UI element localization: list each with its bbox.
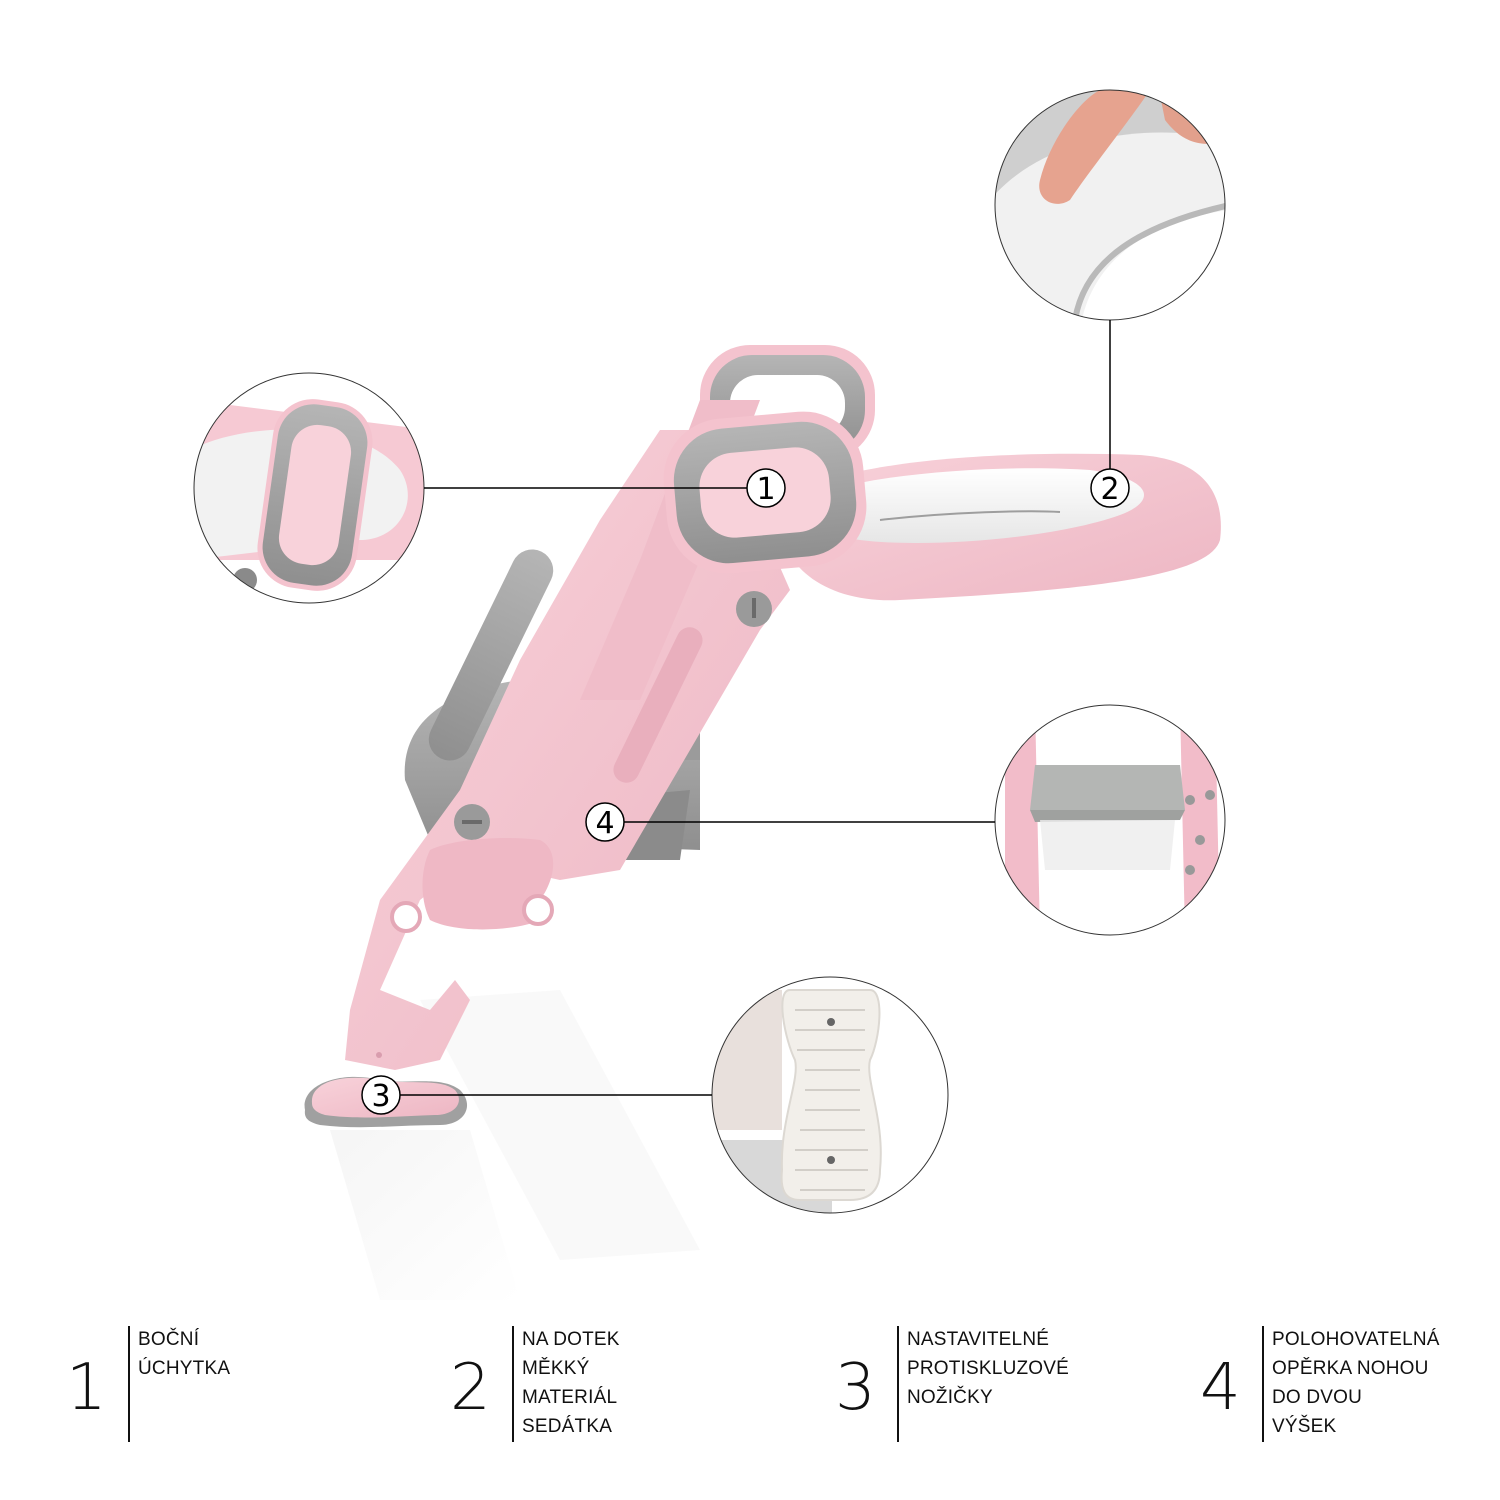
legend-text: NASTAVITELNÉ PROTISKLUZOVÉ NOŽIČKY [907, 1329, 1070, 1408]
detail-circle-soft-seat [994, 89, 1226, 321]
svg-text:3: 3 [371, 1079, 390, 1114]
legend-item-3: 3 NASTAVITELNÉ PROTISKLUZOVÉ NOŽIČKY [835, 1326, 1069, 1442]
svg-text:2: 2 [1100, 472, 1119, 507]
legend-item-2: 2 NA DOTEK MĚKKÝ MATERIÁL SEDÁTKA [450, 1326, 620, 1442]
detail-circle-foot-sole [711, 976, 949, 1214]
ladder-frame [345, 400, 790, 1070]
legend-text: BOČNÍ ÚCHYTKA [138, 1329, 231, 1379]
callout-marker-1[interactable]: 1 [746, 468, 786, 508]
legend-divider [1262, 1326, 1264, 1442]
legend-divider [128, 1326, 130, 1442]
callout-lines [398, 320, 1111, 1096]
svg-text:1: 1 [756, 472, 775, 507]
legend-divider [897, 1326, 899, 1442]
legend-item-4: 4 POLOHOVATELNÁ OPĚRKA NOHOU DO DVOU VÝŠ… [1200, 1326, 1440, 1442]
legend-text: POLOHOVATELNÁ OPĚRKA NOHOU DO DVOU VÝŠEK [1272, 1329, 1440, 1437]
legend-divider [512, 1326, 514, 1442]
callout-marker-3[interactable]: 3 [361, 1075, 401, 1115]
legend-number: 3 [835, 1351, 876, 1425]
legend-item-1: 1 BOČNÍ ÚCHYTKA [66, 1326, 230, 1442]
legend-number: 1 [66, 1351, 107, 1425]
legend-text: NA DOTEK MĚKKÝ MATERIÁL SEDÁTKA [522, 1329, 620, 1437]
callout-marker-2[interactable]: 2 [1090, 468, 1130, 508]
detail-circle-step [994, 704, 1226, 936]
floor-reflection [330, 990, 700, 1300]
legend-number: 2 [450, 1351, 491, 1425]
detail-circle-handle [193, 372, 425, 604]
svg-text:4: 4 [595, 806, 614, 841]
callout-marker-4[interactable]: 4 [585, 802, 625, 842]
legend-number: 4 [1200, 1351, 1241, 1425]
